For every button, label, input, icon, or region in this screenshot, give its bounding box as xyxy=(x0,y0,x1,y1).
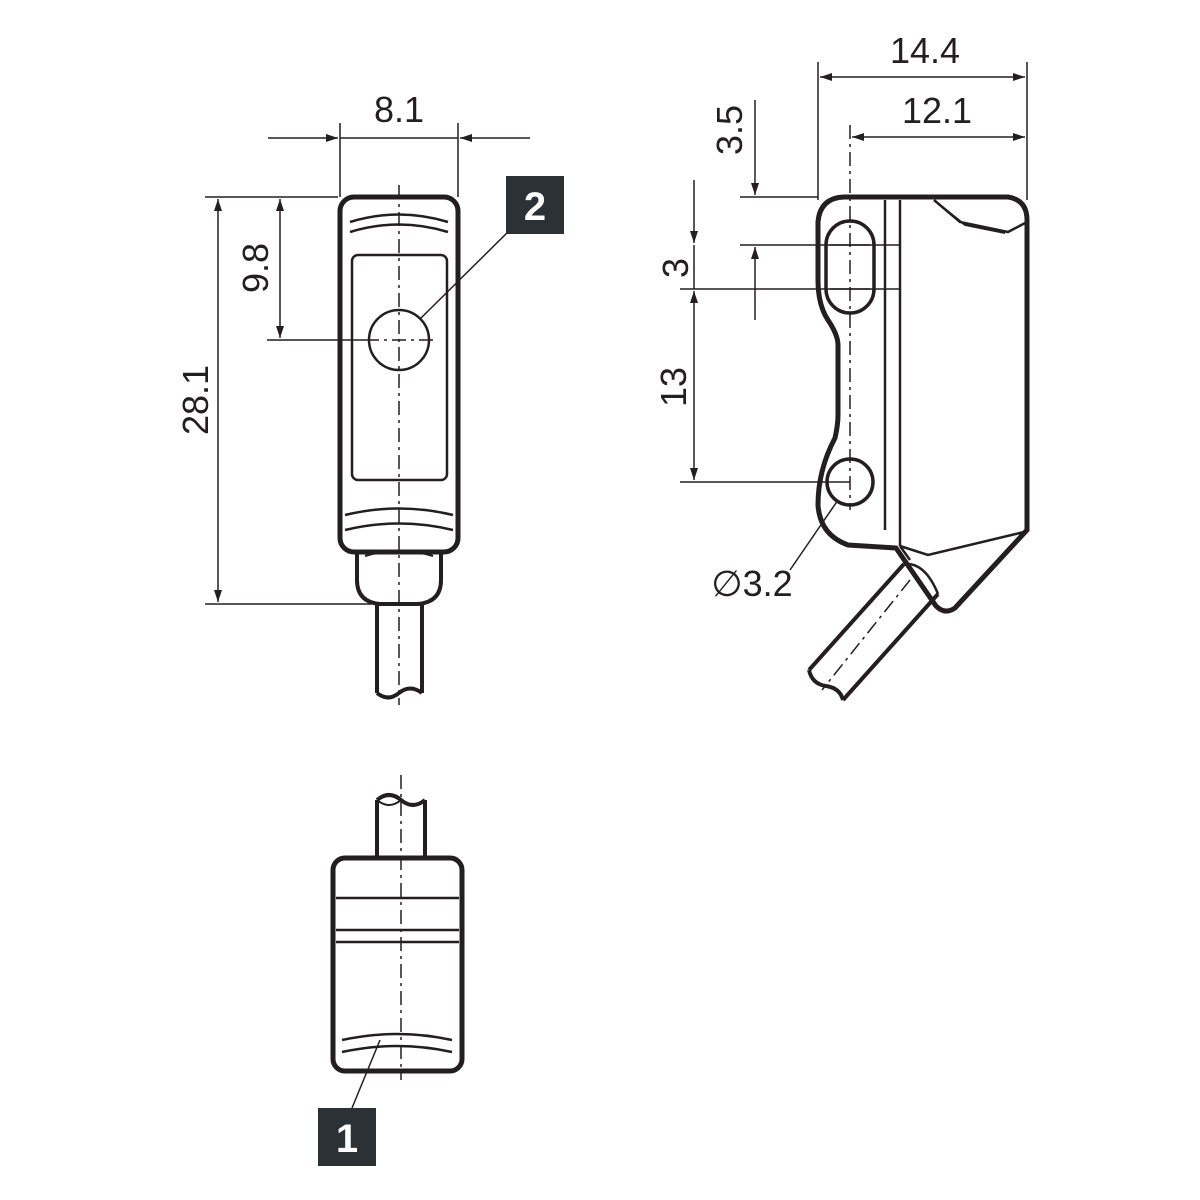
front-bottom-band xyxy=(344,507,454,517)
bottom-view xyxy=(330,775,465,1109)
callout-2-label: 2 xyxy=(524,185,546,229)
bottom-body xyxy=(330,855,465,1074)
side-cable xyxy=(807,562,906,672)
side-dimensions xyxy=(680,62,1028,571)
dim-side-depth-total: 14.4 xyxy=(890,30,960,71)
dim-side-hole-spacing: 13 xyxy=(653,367,694,407)
front-dimensions xyxy=(205,123,530,605)
dim-hole-diameter: ∅3.2 xyxy=(711,563,792,604)
dim-front-height-total: 28.1 xyxy=(175,365,216,435)
dim-front-lens-offset: 9.8 xyxy=(235,243,276,293)
callout-1: 1 xyxy=(318,1108,376,1166)
dim-side-slot-length: 3 xyxy=(655,258,696,278)
callout-1-box xyxy=(318,1108,376,1166)
dim-side-depth-holes: 12.1 xyxy=(902,90,972,131)
callout-2: 2 xyxy=(506,176,564,234)
dim-front-width: 8.1 xyxy=(374,89,424,130)
side-mounting-slot xyxy=(824,219,876,315)
front-view xyxy=(337,185,461,705)
callout-2-box xyxy=(506,176,564,234)
front-window xyxy=(350,253,449,482)
bottom-lens-band xyxy=(341,1032,453,1042)
side-view xyxy=(807,125,1030,702)
dim-side-top-offset: 3.5 xyxy=(709,105,750,155)
side-body-outline xyxy=(815,194,1030,614)
callout-1-label: 1 xyxy=(336,1117,358,1161)
